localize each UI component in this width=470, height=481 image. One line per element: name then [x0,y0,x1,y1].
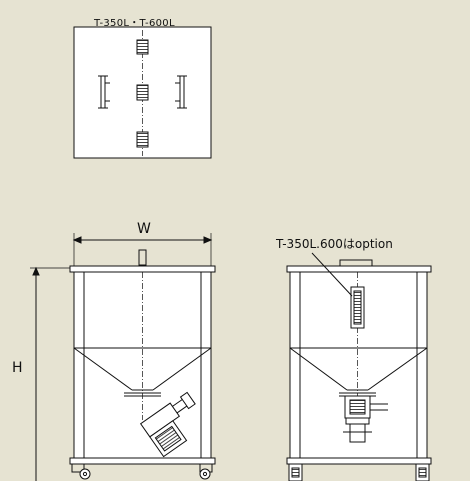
top-fitting-bottom [136,131,149,148]
side-view [286,252,432,481]
front-valve [139,391,196,458]
top-fitting-center [136,84,149,101]
front-view [30,233,216,481]
top-handle-right [175,75,187,109]
top-view [73,26,212,159]
front-frame [69,265,216,273]
note-leader [311,252,353,297]
front-caster-left [79,468,91,480]
side-frame [286,265,432,273]
width-dimension-label: W [137,221,151,237]
front-caster-right [199,468,211,480]
height-dimension-label: H [12,360,23,376]
top-handle-left [98,75,110,109]
top-fitting-top [136,39,149,55]
top-view-title: T-350L・T-600L [94,18,175,29]
option-note: T-350L.600はoption [276,237,393,251]
